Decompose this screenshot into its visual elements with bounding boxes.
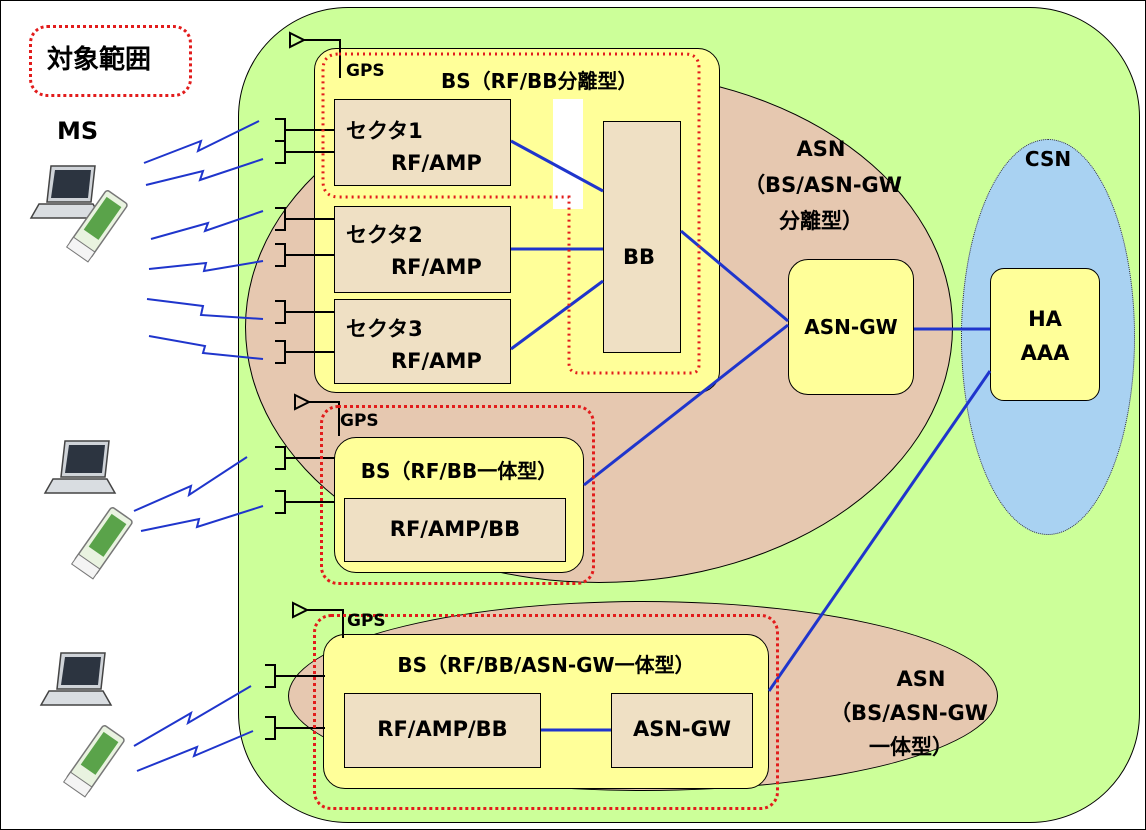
antenna-bracket — [275, 207, 335, 231]
antenna-bracket — [275, 446, 335, 470]
asn-integrated-line2: （BS/ASN-GW — [830, 701, 988, 725]
bs-full-gw-box — [611, 693, 753, 768]
asn-separated-line2: （BS/ASN-GW — [744, 173, 902, 197]
radio-link — [133, 456, 248, 512]
scope-legend-label: 対象範囲 — [47, 45, 152, 75]
bs-integrated-module-box — [344, 498, 566, 562]
sector-2-name: セクタ2 — [346, 223, 423, 247]
radio-link — [150, 210, 264, 240]
sector-2-sub: RF/AMP — [391, 255, 482, 279]
link-sector3-bb — [510, 279, 604, 351]
scope-outline-separated — [321, 52, 701, 375]
link-bsint-asngw — [583, 323, 789, 487]
ha-aaa-box — [990, 268, 1100, 401]
link-bb-asngw — [680, 229, 789, 323]
sector-2-box — [334, 206, 511, 293]
laptop-icon — [39, 652, 113, 706]
gps-antenna-icon — [289, 31, 341, 78]
antenna-bracket — [275, 490, 335, 514]
asn-separated-line3: 分離型） — [779, 209, 863, 233]
sector-3-box — [334, 299, 511, 384]
bs-full-gw-label: ASN-GW — [632, 717, 732, 741]
sector-3-name: セクタ3 — [346, 317, 423, 341]
bs-full-module-label: RF/AMP/BB — [377, 717, 508, 741]
link-sector1-bb — [510, 139, 604, 193]
laptop-icon — [29, 165, 103, 219]
antenna-connectors — [265, 118, 335, 740]
antenna-bracket — [275, 140, 335, 164]
gps-antenna-icon — [294, 393, 340, 436]
antenna-bracket — [275, 243, 335, 267]
white-gap — [553, 99, 583, 209]
radio-link — [148, 260, 264, 273]
antenna-bracket — [275, 118, 335, 142]
gps-label: GPS — [340, 411, 379, 431]
bs-separated-title: BS（RF/BB分離型） — [441, 69, 638, 93]
sector-1-name: セクタ1 — [346, 119, 423, 143]
radio-link — [136, 730, 254, 772]
radio-link — [145, 158, 264, 186]
datacard-icons — [62, 190, 133, 798]
asn-integrated-line1: ASN — [896, 667, 946, 691]
radio-link — [146, 298, 264, 320]
gps-label: GPS — [346, 61, 385, 81]
asn-gw-box — [788, 259, 914, 395]
bb-box — [603, 121, 681, 353]
aaa-label: AAA — [1020, 341, 1070, 365]
wireless-links — [133, 120, 264, 772]
bs-integrated-title: BS（RF/BB一体型） — [360, 459, 558, 483]
gps-antennas — [289, 31, 344, 638]
link-bsfull-ha — [767, 370, 992, 692]
radio-link — [140, 505, 264, 532]
bs-full-title: BS（RF/BB/ASN-GW一体型） — [397, 653, 695, 677]
asn-integrated-line3: 一体型） — [869, 735, 953, 759]
bs-full-module-box — [344, 693, 541, 768]
antenna-bracket — [265, 664, 325, 688]
ha-label: HA — [1028, 307, 1062, 331]
datacard-icon — [70, 507, 133, 580]
laptop-icon — [43, 440, 117, 494]
sector-1-box — [334, 99, 511, 186]
csn-label: CSN — [1024, 147, 1072, 171]
asn-gw-label: ASN-GW — [804, 315, 898, 339]
asn-separated-line1: ASN — [796, 137, 846, 161]
gps-label: GPS — [347, 611, 386, 631]
laptop-icons — [29, 165, 117, 706]
antenna-bracket — [275, 300, 335, 324]
gps-antenna-icon — [292, 601, 344, 638]
radio-link — [143, 120, 260, 164]
sector-3-sub: RF/AMP — [391, 349, 482, 373]
datacard-icon — [65, 190, 128, 263]
bb-label: BB — [623, 245, 656, 269]
radio-link — [148, 335, 264, 360]
antenna-bracket — [265, 716, 325, 740]
bs-integrated-module-label: RF/AMP/BB — [389, 517, 521, 541]
antenna-bracket — [275, 340, 335, 364]
sector-1-sub: RF/AMP — [391, 151, 482, 175]
radio-link — [133, 685, 252, 747]
datacard-icon — [62, 725, 125, 798]
ms-label: MS — [57, 117, 99, 145]
